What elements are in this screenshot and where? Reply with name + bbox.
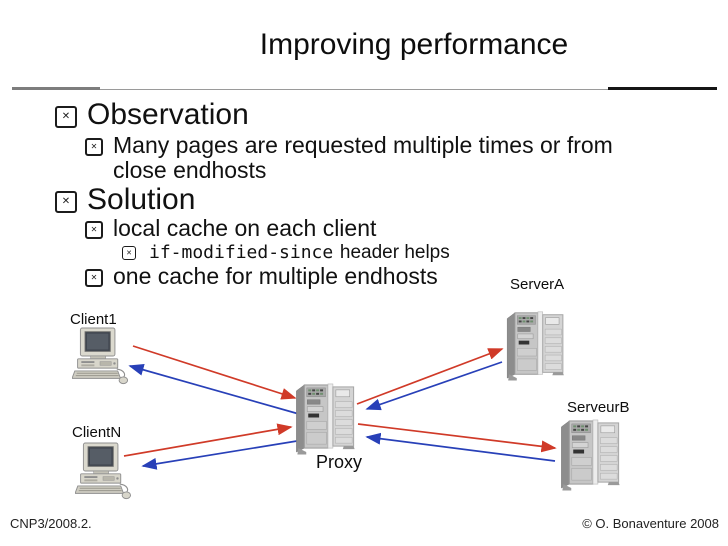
arrow-proxy-to-serveurb — [357, 423, 557, 453]
arrow-proxy-to-clientn — [141, 440, 298, 470]
slide-title: Improving performance — [259, 28, 569, 61]
serveurb-label: ServeurB — [567, 399, 630, 416]
bullet-box-icon: ✕ — [122, 246, 136, 260]
bullet-box-icon: ✕ — [55, 191, 77, 213]
title-divider-line — [12, 89, 716, 90]
title-divider-black-segment — [608, 87, 717, 90]
servera-server-icon — [505, 308, 567, 381]
proxy-label: Proxy — [315, 452, 362, 472]
servera-label: ServerA — [510, 276, 565, 293]
clientn-computer-icon — [75, 442, 131, 500]
footer-copyright: © O. Bonaventure 2008 — [582, 516, 719, 531]
bullet-text: one cache for multiple endhosts — [113, 263, 438, 289]
bullet-many-pages: ✕ Many pages are requested multiple time… — [85, 133, 613, 183]
bullet-box-icon: ✕ — [85, 138, 103, 156]
arrow-servera-to-proxy — [365, 361, 503, 411]
bullet-observation: ✕ Observation — [55, 99, 249, 131]
arrow-proxy-to-client1 — [128, 363, 300, 415]
arrow-clientn-to-proxy — [123, 423, 293, 457]
client1-label: Client1 — [70, 311, 117, 328]
client1-computer-icon — [72, 327, 128, 385]
bullet-box-icon: ✕ — [85, 269, 103, 287]
arrow-client1-to-proxy — [132, 345, 297, 400]
title-divider-gray-segment — [12, 87, 100, 90]
bullet-box-icon: ✕ — [85, 221, 103, 239]
arrow-serveurb-to-proxy — [365, 432, 556, 462]
footer-course-code: CNP3/2008.2. — [10, 516, 92, 531]
bullet-solution: ✕ Solution — [55, 184, 195, 216]
bullet-text: Solution — [87, 183, 196, 216]
bullet-local-cache: ✕ local cache on each client — [85, 216, 376, 241]
bullet-text: Observation — [87, 98, 249, 131]
proxy-server-icon — [294, 380, 358, 455]
bullet-box-icon: ✕ — [55, 106, 77, 128]
if-modified-since-code: if-modified-since — [149, 242, 334, 263]
bullet-text: local cache on each client — [113, 215, 377, 241]
serveurb-server-icon — [558, 416, 624, 491]
arrow-proxy-to-servera — [356, 348, 504, 405]
clientn-label: ClientN — [72, 424, 122, 441]
bullet-one-cache: ✕ one cache for multiple endhosts — [85, 264, 438, 289]
bullet-text: Many pages are requested multiple times … — [113, 132, 613, 183]
